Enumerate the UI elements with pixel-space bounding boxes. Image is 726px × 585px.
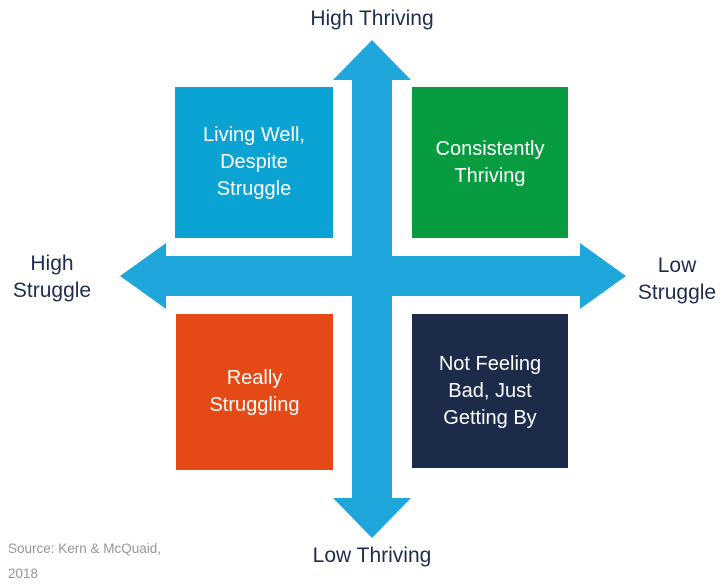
quadrant-really-struggling: Really Struggling [176, 314, 333, 470]
axis-label-low-thriving: Low Thriving [312, 544, 432, 567]
quadrant-consistently-thriving: Consistently Thriving [412, 87, 568, 238]
axis-label-high-thriving: High Thriving [310, 7, 434, 30]
axis-label-low-struggle: Low Struggle [637, 254, 717, 304]
quadrant-label: Not Feeling Bad, Just Getting By [438, 352, 542, 429]
source-citation: Source: Kern & McQuaid, 2018 [8, 536, 161, 585]
source-citation-line1: Source: Kern & McQuaid, [8, 541, 162, 556]
quadrant-label: Really Struggling [209, 367, 300, 416]
axis-label-high-struggle: High Struggle [12, 252, 92, 302]
source-citation-line2: 2018 [8, 566, 39, 581]
quadrant-label: Consistently Thriving [435, 137, 545, 187]
quadrant-living-well-despite-struggle: Living Well, Despite Struggle [175, 87, 333, 238]
horizontal-axis-arrow [120, 243, 626, 309]
quadrant-not-feeling-bad-just-getting-by: Not Feeling Bad, Just Getting By [412, 314, 568, 468]
quadrant-label: Living Well, Despite Struggle [203, 124, 305, 200]
